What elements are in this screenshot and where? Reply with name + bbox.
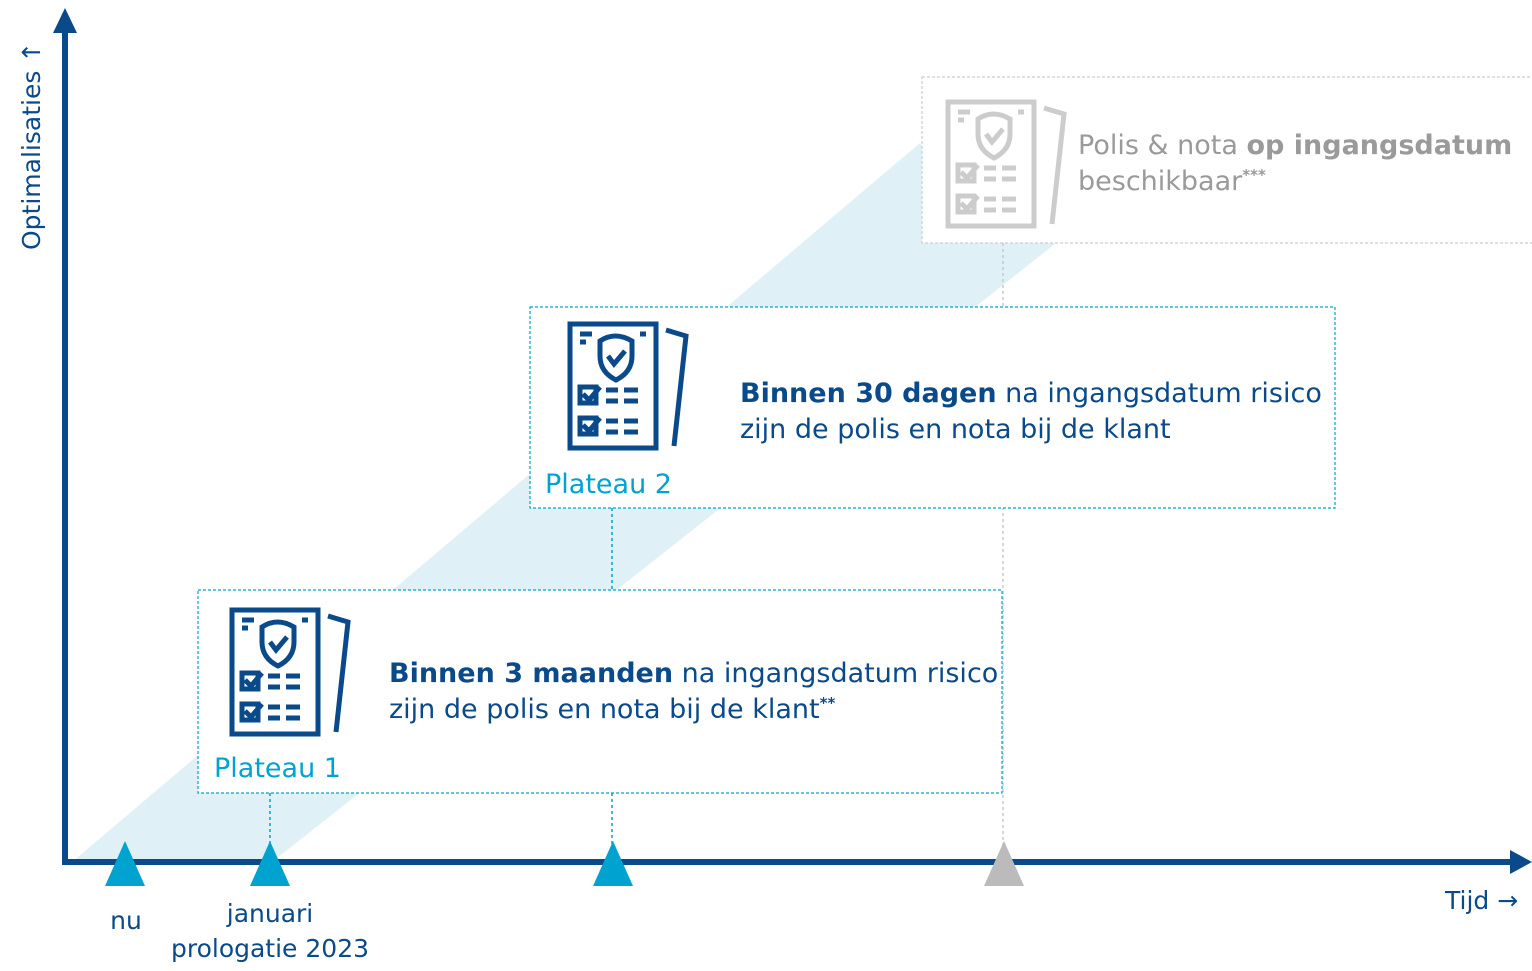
future-text-line2: beschikbaar (1078, 166, 1243, 198)
policy-document-icon (229, 607, 351, 737)
future-emphasis: op ingangsdatum (1246, 130, 1513, 161)
arrow-up-icon: ↑ (17, 41, 46, 63)
milestone-plateau2-marker (593, 841, 633, 886)
plateau-1-text: na ingangsdatum risico (673, 658, 999, 689)
plateau-1-footnote: ** (819, 694, 836, 713)
plateau-2-label: Plateau 2 (545, 469, 672, 500)
y-axis-title: Optimalisaties (17, 70, 46, 250)
future-box (921, 76, 1532, 244)
plateau-1-label: Plateau 1 (214, 753, 341, 784)
y-axis-arrowhead (53, 8, 77, 33)
plateau-2-text-line2: zijn de polis en nota bij de klant (740, 414, 1171, 446)
x-axis-label: Tijd → (1445, 884, 1518, 918)
plateau-2-emphasis: Binnen 30 dagen (740, 378, 997, 409)
arrow-right-icon: → (1497, 886, 1519, 915)
future-footnote: *** (1242, 166, 1266, 185)
milestone-januari-label: januari (226, 899, 314, 928)
milestone-nu-marker (105, 841, 145, 886)
plateau-2-box (529, 306, 1336, 509)
plateau-2-text: na ingangsdatum risico (996, 378, 1322, 409)
policy-document-icon (567, 321, 689, 451)
milestone-nu-label: nu (110, 906, 142, 935)
milestone-januari-marker (250, 841, 290, 886)
plateau-2-description: Binnen 30 dagen na ingangsdatum risico z… (740, 376, 1322, 449)
milestone-future-marker (984, 841, 1024, 886)
plateau-1-box (197, 589, 1003, 794)
plateau-1-text-line2: zijn de polis en nota bij de klant (389, 694, 820, 726)
y-axis-label: Optimalisaties ↑ (17, 42, 46, 250)
milestone-januari-sublabel: prologatie 2023 (170, 934, 370, 963)
plateau-1-emphasis: Binnen 3 maanden (389, 658, 674, 689)
x-axis-title: Tijd (1445, 886, 1490, 915)
plateau-1-description: Binnen 3 maanden na ingangsdatum risico … (389, 656, 998, 729)
future-text: Polis & nota (1078, 130, 1247, 161)
policy-document-icon (945, 99, 1067, 229)
future-description: Polis & nota op ingangsdatum beschikbaar… (1078, 128, 1512, 201)
x-axis-arrowhead (1510, 850, 1532, 874)
